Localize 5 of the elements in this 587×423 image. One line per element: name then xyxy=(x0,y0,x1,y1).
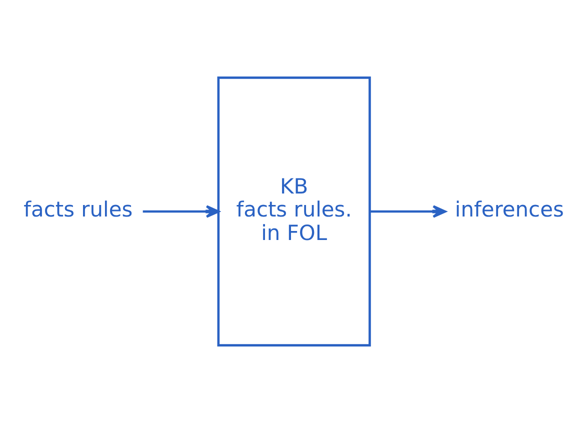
arrow xyxy=(142,205,220,218)
node-text: inferences xyxy=(454,198,564,222)
arrow xyxy=(370,205,446,218)
node-text: facts rules xyxy=(24,198,133,222)
node-box: KB facts rules. in FOL xyxy=(217,76,371,347)
